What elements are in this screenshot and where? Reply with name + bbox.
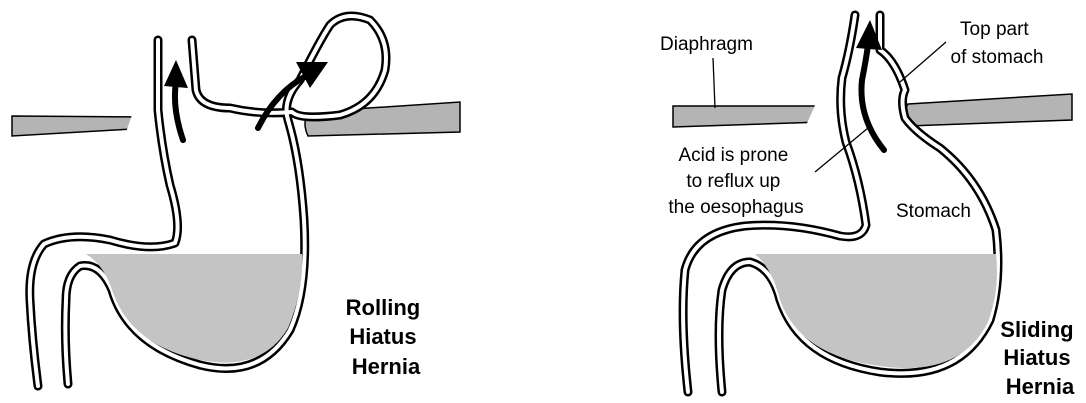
stomach-fluid-right xyxy=(755,254,997,368)
diaphragm-label: Diaphragm xyxy=(660,34,753,55)
diaphragm-right-segment-right xyxy=(904,94,1072,126)
top-part-of-stomach-label: Top part of stomach xyxy=(951,19,1044,68)
sliding-title: Sliding Hiatus Hernia xyxy=(1000,317,1079,399)
rolling-hernia-diagram: Rolling Hiatus Hernia xyxy=(12,16,460,386)
acid-reflux-label: Acid is prone to reflux up the oesophagu… xyxy=(668,145,803,218)
diaphragm-leader xyxy=(713,58,715,108)
sliding-hernia-diagram: Diaphragm Top part of stomach Acid is pr… xyxy=(660,15,1080,399)
diaphragm-left-segment-right xyxy=(673,106,826,127)
top-part-leader xyxy=(900,42,946,82)
rolling-title: Rolling Hiatus Hernia xyxy=(346,295,427,379)
stomach-label: Stomach xyxy=(896,201,971,222)
